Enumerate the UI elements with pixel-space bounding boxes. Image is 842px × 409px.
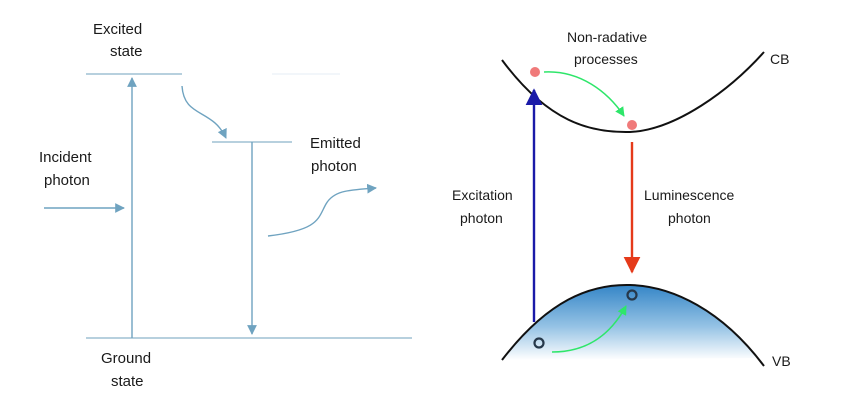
hole-relaxation-arrow (551, 305, 627, 353)
emitted-photon-arrow (267, 183, 377, 237)
excited-state-label: Excited state (93, 21, 146, 60)
electron-dot-relaxed (627, 120, 637, 130)
excitation-photon-label: Excitation photon (452, 187, 517, 226)
relaxation-arrow (181, 85, 227, 139)
vb-label: VB (772, 353, 791, 369)
electron-dot-excited (530, 67, 540, 77)
incident-photon-label: Incident photon (39, 149, 96, 189)
valence-band-curve (501, 283, 765, 367)
hole-circle-top (626, 289, 638, 301)
cb-label: CB (770, 51, 789, 67)
luminescence-photon-label: Luminescence photon (644, 187, 738, 226)
electron-relaxation-arrow (543, 71, 625, 117)
ground-state-label: Ground state (101, 350, 155, 390)
valence-band-fill (502, 284, 758, 360)
non-radiative-label: Non-radative processes (567, 29, 651, 67)
hole-circle-deep (533, 337, 545, 349)
conduction-band-curve (501, 51, 765, 134)
left-energy-diagram: Excited state Incident photon Emitted ph… (39, 21, 412, 390)
emitted-photon-label: Emitted photon (310, 135, 365, 175)
right-band-diagram: Non-radative processes CB Excitation pho… (452, 29, 791, 369)
